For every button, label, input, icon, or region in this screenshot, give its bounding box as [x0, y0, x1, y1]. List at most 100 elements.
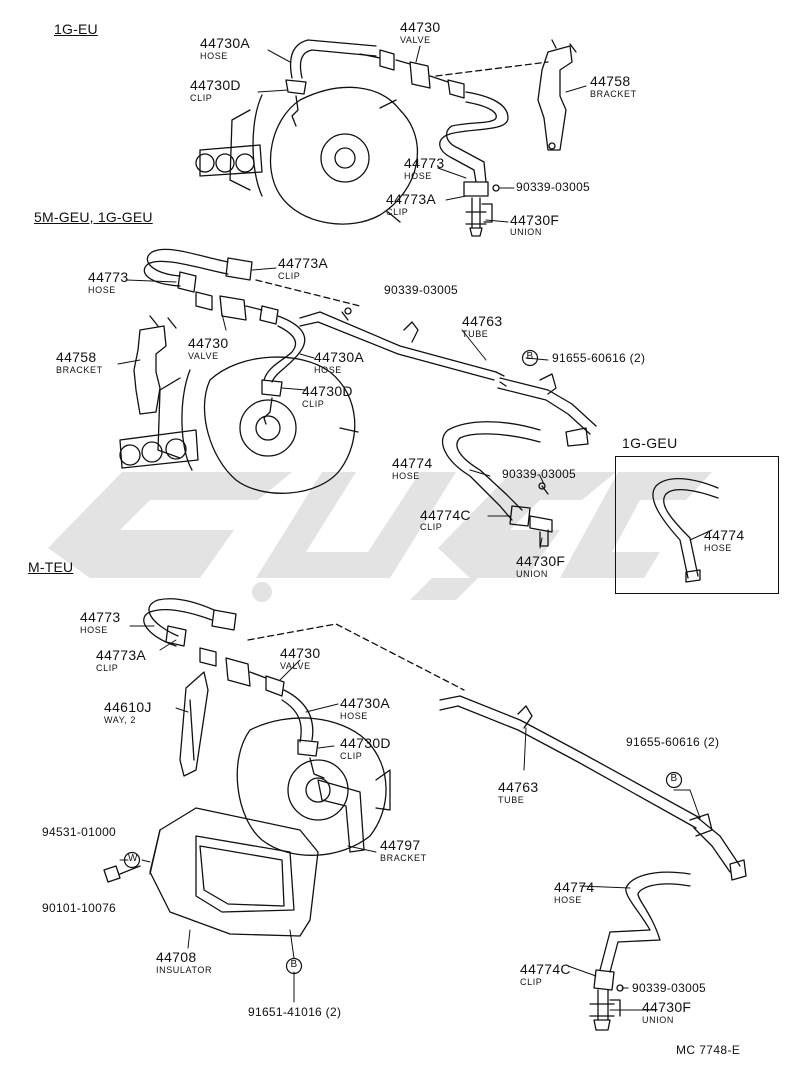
- bracket-44758-1: [537, 39, 577, 151]
- part-name: HOSE: [340, 711, 368, 721]
- inset-heading-1g-geu: 1G-GEU: [622, 435, 678, 451]
- part-name: TUBE: [498, 795, 525, 805]
- part-name: VALVE: [188, 351, 219, 361]
- watermark-logo: [48, 472, 712, 602]
- part-name: CLIP: [420, 522, 443, 532]
- part-name: BRACKET: [590, 89, 637, 99]
- ref-b-circle-label: B: [670, 773, 678, 784]
- gasket-90339-2: [344, 307, 352, 315]
- clip-44773A-1: [463, 181, 500, 197]
- hose-44730A-3: [281, 689, 314, 743]
- part-name: UNION: [510, 227, 542, 237]
- union-44730F-1: [465, 197, 493, 237]
- part-number: 44730: [400, 19, 441, 35]
- leader-dashed-3: [247, 623, 465, 691]
- section-heading-1g-eu: 1G-EU: [54, 21, 98, 37]
- section-heading-m-teu: M-TEU: [28, 559, 74, 575]
- part-number: 44730A: [314, 349, 365, 365]
- hose-44774-inset: [652, 477, 719, 583]
- part-number: 44773A: [386, 191, 437, 207]
- part-number: 90339-03005: [632, 981, 707, 995]
- hose-44773-2: [143, 248, 229, 287]
- section-heading-5m-geu: 5M-GEU, 1G-GEU: [34, 209, 153, 225]
- tube-44763-2: [299, 311, 597, 447]
- bolt-90101-3: [103, 865, 141, 883]
- part-number: 90101-10076: [42, 901, 117, 915]
- leader-90339-2: [341, 311, 349, 321]
- part-number: 90339-03005: [384, 283, 459, 297]
- part-number: 91655-60616 (2): [626, 735, 720, 749]
- ref-b-circle-label: B: [290, 959, 298, 970]
- part-number: 44730A: [200, 35, 251, 51]
- part-number: 44773A: [96, 647, 147, 663]
- part-number: 44730: [280, 645, 321, 661]
- ref-b-circle-label: B: [526, 351, 534, 362]
- leader-dashed-1: [435, 61, 549, 77]
- part-name: INSULATOR: [156, 965, 213, 975]
- clip-44730D-2: [261, 379, 283, 425]
- part-number: 44730D: [340, 735, 391, 751]
- inset-box-1g-geu: [615, 456, 779, 594]
- part-number: 44797: [380, 837, 421, 853]
- part-name: HOSE: [80, 625, 108, 635]
- part-number: 44774: [554, 879, 595, 895]
- part-number: 44773: [88, 269, 129, 285]
- hose-44730A-2: [263, 315, 306, 383]
- hose-44773-1: [439, 91, 509, 183]
- part-name: CLIP: [96, 663, 119, 673]
- brake-booster-3: [236, 717, 391, 856]
- part-name: HOSE: [554, 895, 582, 905]
- clip-44773A-3: [165, 609, 237, 647]
- part-name: HOSE: [88, 285, 116, 295]
- ref-w-circle-label: W: [128, 853, 138, 864]
- clip-44774C-2: [509, 505, 531, 527]
- part-name: UNION: [642, 1015, 674, 1025]
- valve-44730-1: [359, 49, 465, 99]
- part-number: 44758: [590, 73, 631, 89]
- part-number: 44708: [156, 949, 197, 965]
- part-number: 44730A: [340, 695, 391, 711]
- part-number: 44730F: [510, 212, 560, 228]
- insulator-44708-3: [149, 807, 319, 937]
- part-number: 44774: [392, 455, 433, 471]
- part-name: CLIP: [340, 751, 363, 761]
- part-number: 44773: [404, 155, 445, 171]
- brake-booster-1: [195, 86, 419, 225]
- part-name: VALVE: [400, 35, 431, 45]
- clip-44730D-3: [297, 739, 325, 779]
- ref-circles: [123, 349, 683, 975]
- part-number: 44774C: [520, 961, 571, 977]
- valve-44730-3: [199, 647, 285, 697]
- part-name: HOSE: [314, 365, 342, 375]
- hose-44773-3: [143, 598, 215, 647]
- bracket-44758-2: [133, 315, 177, 415]
- part-number: 91655-60616 (2): [552, 351, 646, 365]
- part-name: CLIP: [520, 977, 543, 987]
- clip-44730D-1: [285, 79, 307, 127]
- union-44730F-3: [589, 984, 624, 1031]
- part-number: 94531-01000: [42, 825, 117, 839]
- brake-booster-2: [119, 356, 359, 494]
- part-name: CLIP: [302, 399, 325, 409]
- part-number: 44730D: [190, 77, 241, 93]
- part-name: CLIP: [386, 207, 409, 217]
- part-number: 44774C: [420, 507, 471, 523]
- part-name: CLIP: [278, 271, 301, 281]
- part-number: 44730F: [516, 553, 566, 569]
- part-name: VALVE: [280, 661, 311, 671]
- leader-lines: [117, 45, 713, 1011]
- way-44610J-3: [179, 671, 209, 777]
- part-number: 44774: [704, 527, 745, 543]
- part-number: 90339-03005: [516, 180, 591, 194]
- part-number: 44730D: [302, 383, 353, 399]
- part-number: 44610J: [104, 699, 152, 715]
- part-number: 90339-03005: [502, 467, 577, 481]
- part-number: 44763: [498, 779, 539, 795]
- bracket-44797-3: [317, 779, 365, 853]
- part-name: WAY, 2: [104, 715, 136, 725]
- part-number: 44730: [188, 335, 229, 351]
- clip-44774C-3: [593, 969, 615, 991]
- part-number: 44763: [462, 313, 503, 329]
